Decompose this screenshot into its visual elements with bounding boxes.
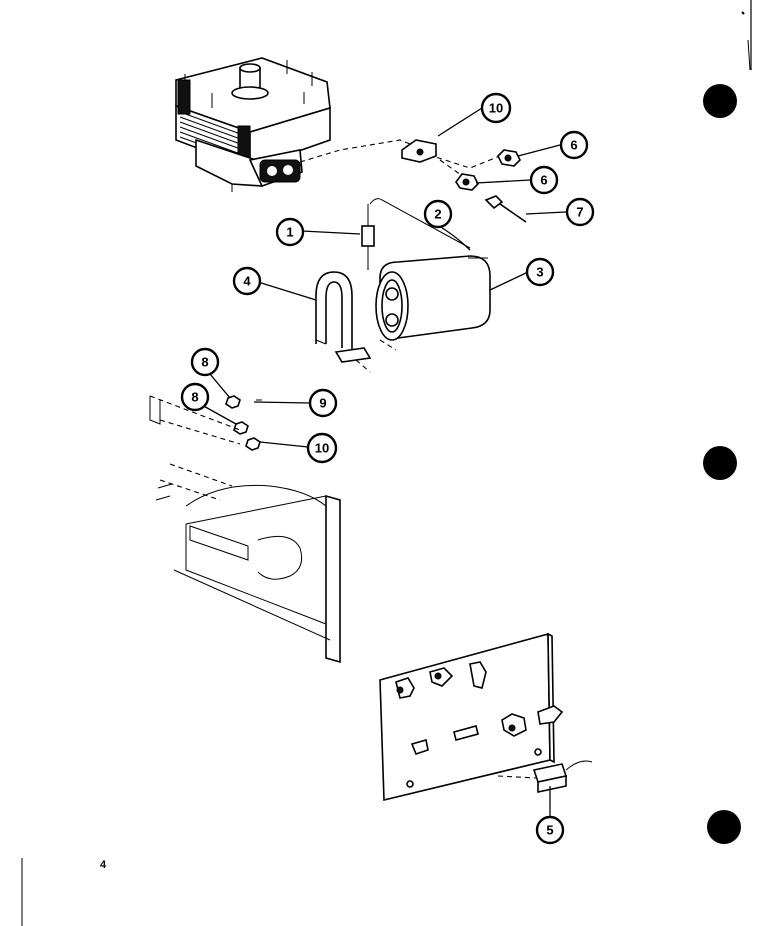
punch-hole-icon xyxy=(703,84,737,118)
magnetron-icon xyxy=(175,57,331,192)
connector-upper xyxy=(497,149,521,167)
callout-label: 6 xyxy=(540,173,547,188)
callout-4: 4 xyxy=(232,266,262,296)
callout-label: 10 xyxy=(489,101,503,116)
callout-9: 9 xyxy=(308,388,338,418)
callout-6-lower: 6 xyxy=(529,165,559,195)
capacitor-bracket-icon xyxy=(315,271,372,363)
callout-1: 1 xyxy=(275,217,305,247)
punch-hole-icon xyxy=(707,810,741,844)
sensor-probe xyxy=(484,195,527,223)
capacitor-icon xyxy=(375,255,491,341)
callout-8-mid: 8 xyxy=(180,382,210,412)
callout-label: 8 xyxy=(201,355,208,370)
callout-label: 9 xyxy=(319,396,326,411)
punch-holes xyxy=(703,84,741,844)
callout-10-mid: 10 xyxy=(306,432,338,464)
callout-7: 7 xyxy=(565,197,595,227)
callout-10-top: 10 xyxy=(480,92,512,124)
callout-6-upper: 6 xyxy=(559,130,589,160)
callout-label: 1 xyxy=(286,225,293,240)
callout-label: 3 xyxy=(536,265,543,280)
callout-label: 5 xyxy=(546,823,553,838)
noise-filter-icon xyxy=(532,760,593,793)
callout-label: 10 xyxy=(315,441,329,456)
screw-hardware xyxy=(225,395,262,451)
callout-3: 3 xyxy=(525,257,555,287)
callout-label: 2 xyxy=(434,207,441,222)
punch-hole-icon xyxy=(703,446,737,480)
page-number: 4 xyxy=(100,859,107,871)
terminal-clip xyxy=(401,139,437,163)
callout-label: 8 xyxy=(191,390,198,405)
callout-5: 5 xyxy=(535,815,565,845)
callout-label: 7 xyxy=(576,205,583,220)
connector-lower xyxy=(455,173,479,191)
callout-label: 4 xyxy=(243,274,251,289)
callout-2: 2 xyxy=(423,199,453,229)
chassis-panel-icon xyxy=(149,395,341,664)
callout-8-top: 8 xyxy=(190,347,220,377)
scan-edge-marks xyxy=(21,0,752,926)
diode-icon xyxy=(361,198,471,270)
callout-label: 6 xyxy=(570,138,577,153)
circuit-board-icon xyxy=(379,632,564,802)
